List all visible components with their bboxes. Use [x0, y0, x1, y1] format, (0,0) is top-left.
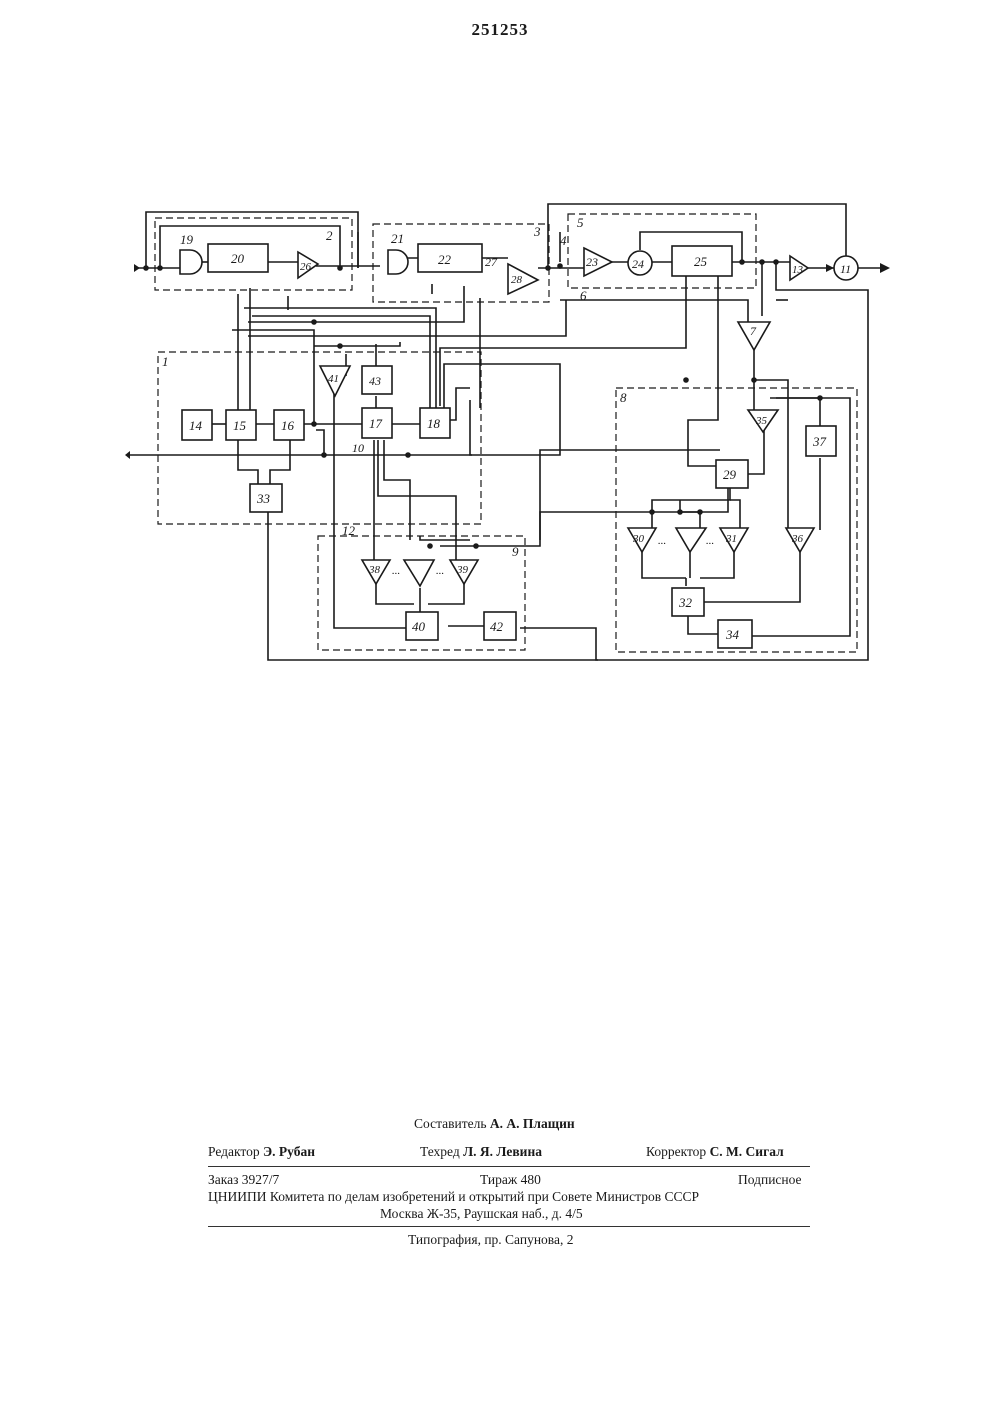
label-4: 4 — [560, 233, 567, 248]
ellipsis-38-39: ... — [392, 565, 400, 577]
label-43: 43 — [369, 374, 381, 388]
block-labels: 19 20 26 2 21 22 3 27 28 4 5 23 24 25 6 … — [162, 215, 851, 642]
organization: ЦНИИПИ Комитета по делам изобретений и о… — [208, 1189, 699, 1205]
label-10: 10 — [352, 441, 364, 455]
printer: Типография, пр. Сапунова, 2 — [408, 1232, 574, 1248]
amp-38-39-mid — [404, 560, 434, 586]
amp-30-31-mid — [676, 528, 706, 552]
divider-bottom — [208, 1226, 810, 1227]
label-22: 22 — [438, 252, 452, 267]
label-3: 3 — [533, 224, 541, 239]
label-37: 37 — [812, 434, 827, 449]
block-diagram: 19 20 26 2 21 22 3 27 28 4 5 23 24 25 6 … — [0, 0, 1000, 700]
label-7: 7 — [750, 324, 757, 338]
label-30: 30 — [632, 533, 645, 545]
subscription: Подписное — [738, 1172, 802, 1188]
circulation: Тираж 480 — [480, 1172, 541, 1188]
techred-label: Техред — [420, 1144, 460, 1159]
compiler-name: А. А. Плащин — [490, 1116, 575, 1131]
label-11: 11 — [840, 262, 851, 276]
label-9: 9 — [512, 544, 519, 559]
label-2: 2 — [326, 228, 333, 243]
label-26: 26 — [300, 261, 312, 273]
dashed-enclosures — [155, 214, 857, 652]
circle-blocks — [628, 251, 858, 280]
label-5: 5 — [577, 215, 584, 230]
corrector-label: Корректор — [646, 1144, 706, 1159]
label-28: 28 — [511, 274, 523, 286]
ellipsis-30-31-b: ... — [706, 535, 714, 547]
label-41: 41 — [328, 373, 339, 385]
label-15: 15 — [233, 418, 247, 433]
ellipsis-30-31: ... — [658, 535, 666, 547]
ellipsis-38-39-b: ... — [436, 565, 444, 577]
editor-line: Редактор Э. Рубан — [208, 1144, 315, 1160]
label-29: 29 — [723, 467, 737, 482]
address: Москва Ж-35, Раушская наб., д. 4/5 — [380, 1206, 583, 1222]
label-8: 8 — [620, 390, 627, 405]
label-35: 35 — [755, 415, 768, 427]
label-34: 34 — [725, 627, 740, 642]
label-14: 14 — [189, 418, 203, 433]
editor-name: Э. Рубан — [263, 1144, 315, 1159]
label-36: 36 — [791, 533, 804, 545]
label-17: 17 — [369, 416, 383, 431]
label-1: 1 — [162, 354, 169, 369]
label-25: 25 — [694, 254, 708, 269]
label-6: 6 — [580, 288, 587, 303]
editor-label: Редактор — [208, 1144, 260, 1159]
compiler-line: Составитель А. А. Плащин — [414, 1116, 575, 1132]
label-39: 39 — [456, 564, 469, 576]
label-19: 19 — [180, 232, 194, 247]
techred-line: Техред Л. Я. Левина — [420, 1144, 542, 1160]
label-38: 38 — [368, 564, 381, 576]
label-32: 32 — [678, 595, 693, 610]
corrector-line: Корректор С. М. Сигал — [646, 1144, 784, 1160]
label-21: 21 — [391, 231, 404, 246]
label-27: 27 — [485, 255, 498, 269]
label-16: 16 — [281, 418, 295, 433]
label-31: 31 — [725, 533, 737, 545]
label-13: 13 — [792, 264, 804, 276]
label-12: 12 — [342, 523, 356, 538]
label-40: 40 — [412, 619, 426, 634]
order-number: Заказ 3927/7 — [208, 1172, 279, 1188]
label-24: 24 — [632, 257, 644, 271]
corrector-name: С. М. Сигал — [710, 1144, 784, 1159]
techred-name: Л. Я. Левина — [463, 1144, 542, 1159]
label-33: 33 — [256, 491, 271, 506]
divider-top — [208, 1166, 810, 1167]
junction-dots — [143, 259, 823, 549]
label-20: 20 — [231, 251, 245, 266]
label-42: 42 — [490, 619, 504, 634]
compiler-label: Составитель — [414, 1116, 487, 1131]
label-23: 23 — [586, 255, 598, 269]
gate-21 — [388, 250, 408, 274]
gate-19 — [180, 250, 202, 274]
rect-blocks — [182, 244, 836, 648]
label-18: 18 — [427, 416, 441, 431]
